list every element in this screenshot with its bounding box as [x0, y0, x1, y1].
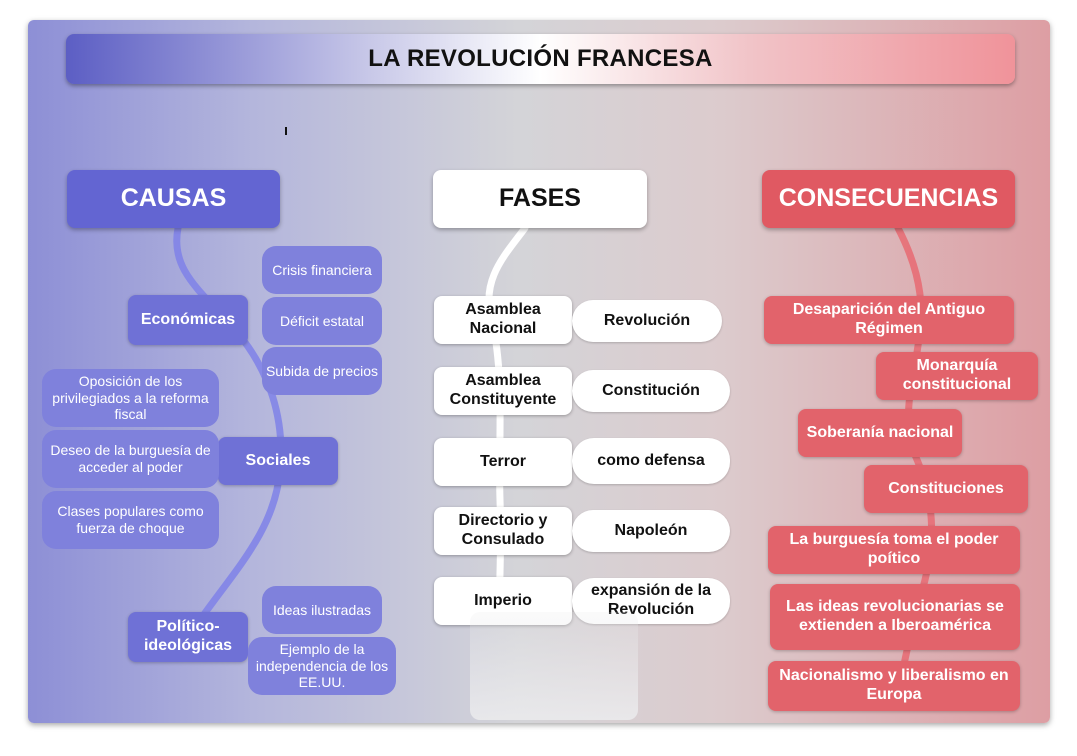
phase-node[interactable]: Asamblea Constituyente: [434, 367, 572, 415]
faded-empty-area: [470, 612, 638, 720]
consecuencia-item[interactable]: La burguesía toma el poder poítico: [768, 526, 1020, 574]
politico-ideologicas-node[interactable]: Político-ideológicas: [128, 612, 248, 662]
economicas-item[interactable]: Subida de precios: [262, 347, 382, 395]
sociales-item[interactable]: Deseo de la burguesía de acceder al pode…: [42, 430, 219, 488]
phase-node[interactable]: Asamblea Nacional: [434, 296, 572, 344]
consecuencia-item[interactable]: Nacionalismo y liberalismo en Europa: [768, 661, 1020, 711]
consecuencia-item[interactable]: Las ideas revolucionarias se extienden a…: [770, 584, 1020, 650]
phase-note[interactable]: Constitución: [572, 370, 730, 412]
consecuencia-item[interactable]: Desaparición del Antiguo Régimen: [764, 296, 1014, 344]
politico-item[interactable]: Ejemplo de la independencia de los EE.UU…: [248, 637, 396, 695]
phase-note[interactable]: Revolución: [572, 300, 722, 342]
sociales-node[interactable]: Sociales: [218, 437, 338, 485]
causas-header[interactable]: CAUSAS: [67, 170, 280, 228]
fases-connector: [485, 224, 529, 624]
sociales-item[interactable]: Clases populares como fuerza de choque: [42, 491, 219, 549]
text-cursor: [285, 127, 287, 135]
page-title: LA REVOLUCIÓN FRANCESA: [368, 45, 713, 72]
consecuencia-item[interactable]: Constituciones: [864, 465, 1028, 513]
fases-header[interactable]: FASES: [433, 170, 647, 228]
sociales-item[interactable]: Oposición de los privilegiados a la refo…: [42, 369, 219, 427]
politico-item[interactable]: Ideas ilustradas: [262, 586, 382, 634]
causas-connector: [173, 224, 285, 624]
phase-node[interactable]: Terror: [434, 438, 572, 486]
economicas-node[interactable]: Económicas: [128, 295, 248, 345]
consecuencia-item[interactable]: Monarquía constitucional: [876, 352, 1038, 400]
title-bar: LA REVOLUCIÓN FRANCESA: [66, 34, 1015, 84]
phase-note[interactable]: Napoleón: [572, 510, 730, 552]
consecuencia-item[interactable]: Soberanía nacional: [798, 409, 962, 457]
phase-note[interactable]: como defensa: [572, 438, 730, 484]
economicas-item[interactable]: Crisis financiera: [262, 246, 382, 294]
consecuencias-header[interactable]: CONSECUENCIAS: [762, 170, 1015, 228]
phase-node[interactable]: Directorio y Consulado: [434, 507, 572, 555]
economicas-item[interactable]: Déficit estatal: [262, 297, 382, 345]
